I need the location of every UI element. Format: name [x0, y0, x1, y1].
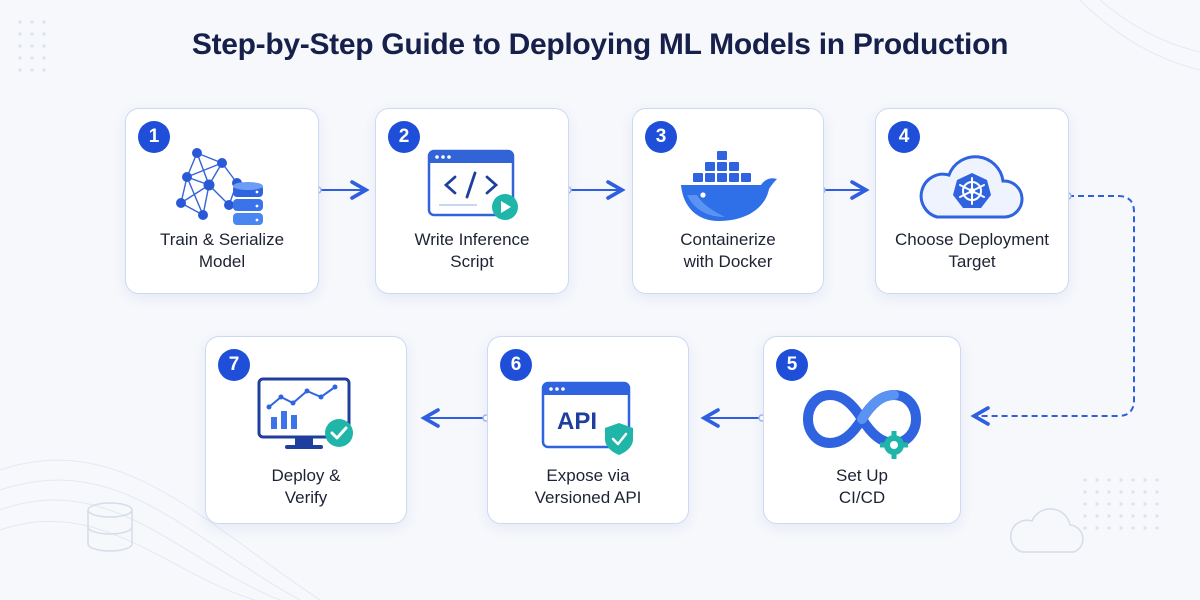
step-label: Choose Deployment Target	[894, 230, 1050, 271]
step-label: Expose via Versioned API	[534, 466, 642, 507]
step-number-badge: 7	[218, 349, 250, 381]
page-title: Step-by-Step Guide to Deploying ML Model…	[191, 28, 1009, 61]
step-number-badge: 6	[500, 349, 532, 381]
api-icon-text: API	[557, 408, 597, 435]
step-label: Deploy & Verify	[271, 466, 341, 507]
step-number-badge: 3	[645, 121, 677, 153]
faint-cloud-icon	[1010, 508, 1084, 553]
step-card-5: 5 Set Up CI/CD	[763, 336, 961, 524]
api-window-icon: API	[541, 381, 633, 455]
step-number-badge: 4	[888, 121, 920, 153]
docker-whale-icon	[681, 151, 777, 221]
step-number-badge: 5	[776, 349, 808, 381]
kubernetes-cloud-icon	[919, 155, 1024, 219]
infinity-gear-icon	[802, 389, 922, 459]
database-icon	[233, 182, 263, 225]
step-label: Train & Serialize Model	[159, 230, 285, 271]
dot-grid-right	[1083, 478, 1159, 530]
step-label: Write Inference Script	[414, 230, 530, 271]
step-card-3: 3 Containerize with Docker	[632, 108, 824, 294]
dot-grid-left	[18, 20, 46, 72]
neural-network-database-icon	[176, 148, 263, 225]
step-card-2: 2 Write Inference Script	[375, 108, 569, 294]
step-label: Set Up CI/CD	[836, 466, 888, 507]
code-window-icon	[427, 149, 518, 220]
step-number-badge: 1	[138, 121, 170, 153]
faint-database-icon	[87, 502, 133, 552]
step-card-1: 1 Train & Serialize Model	[125, 108, 319, 294]
step-label: Containerize with Docker	[680, 230, 776, 271]
gear-icon	[880, 431, 908, 459]
step-number-badge: 2	[388, 121, 420, 153]
monitor-chart-check-icon	[257, 377, 353, 449]
step-card-6: 6 API Expose via Versioned API	[487, 336, 689, 524]
step-card-7: 7 Deploy & Verify	[205, 336, 407, 524]
step-card-4: 4 Choose Deployment Target	[875, 108, 1069, 294]
